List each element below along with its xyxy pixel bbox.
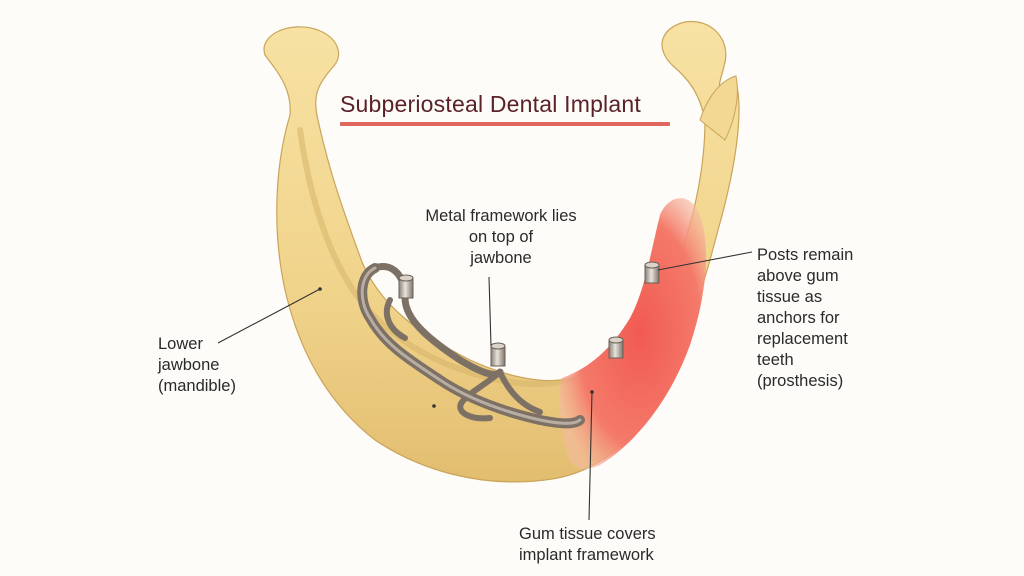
implant-post-left	[398, 274, 414, 299]
label-line: Metal framework lies	[425, 207, 577, 225]
label-line: anchors for	[757, 309, 840, 327]
label-lower-jawbone: Lower jawbone (mandible)	[158, 334, 236, 397]
coronoid-process-shape	[699, 75, 738, 141]
title-underline	[340, 122, 670, 126]
label-line: replacement	[757, 330, 848, 348]
label-line: on top of	[468, 228, 534, 246]
implant-post-right-upper	[644, 261, 660, 284]
label-metal-framework: Metal framework lies on top of jawbone	[410, 206, 592, 269]
label-line: implant framework	[519, 546, 654, 564]
implant-post-right-lower	[608, 336, 624, 359]
label-line: jawbone	[470, 249, 532, 267]
label-line: Posts remain	[757, 246, 854, 264]
gum-tissue-shape	[559, 198, 707, 469]
label-gum-tissue: Gum tissue covers implant framework	[519, 524, 656, 566]
label-line: above gum	[757, 267, 839, 285]
diagram-title: Subperiosteal Dental Implant	[340, 91, 641, 117]
label-line: tissue as	[757, 288, 823, 306]
label-line: Gum tissue covers	[519, 525, 656, 543]
label-line: (prosthesis)	[757, 372, 844, 390]
label-posts: Posts remain above gum tissue as anchors…	[757, 245, 853, 392]
label-line: (mandible)	[158, 377, 236, 395]
label-line: jawbone	[158, 356, 220, 374]
metal-framework	[357, 263, 585, 429]
bone-ridge-shading	[297, 127, 603, 387]
label-line: teeth	[757, 351, 794, 369]
leader-lines	[217, 251, 753, 521]
implant-post-middle	[490, 342, 506, 367]
label-line: Lower	[158, 335, 203, 353]
